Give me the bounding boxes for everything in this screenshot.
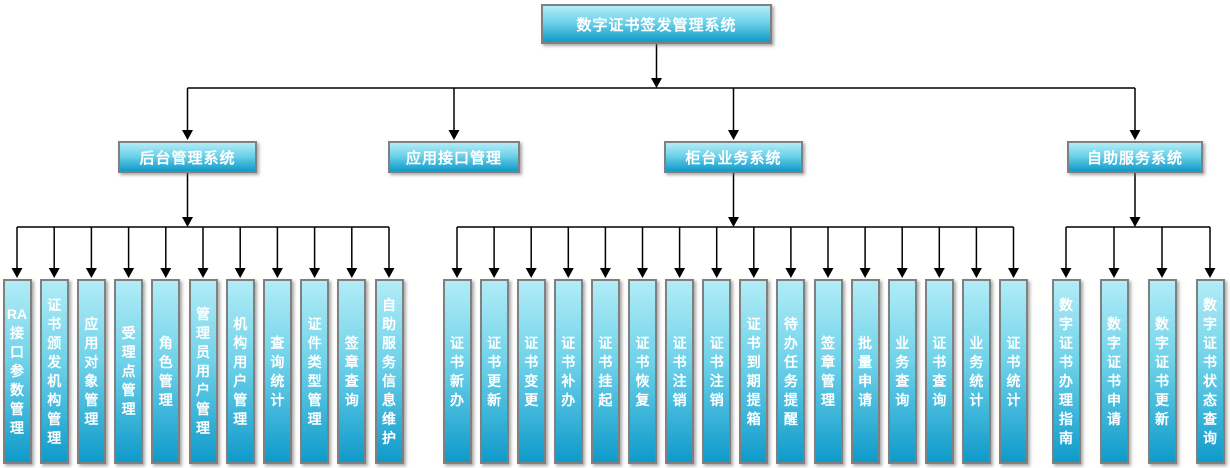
leaf-node: 应用对象管理: [76, 279, 106, 464]
leaf-node: 证书查询: [924, 279, 954, 464]
group-node-api-management: 应用接口管理: [388, 141, 520, 173]
leaf-node: 证件类型管理: [300, 279, 330, 464]
root-node: 数字证书签发管理系统: [541, 4, 772, 44]
leaf-node: 角色管理: [151, 279, 181, 464]
leaf-node: 数字证书申请: [1099, 279, 1129, 464]
group-node-backend-management: 后台管理系统: [118, 141, 257, 173]
leaf-node: 签章查询: [337, 279, 367, 464]
leaf-node: 业务统计: [961, 279, 991, 464]
leaf-node: 证书注销: [665, 279, 695, 464]
leaf-node: 数字证书办理指南: [1051, 279, 1081, 464]
leaf-node: 业务查询: [887, 279, 917, 464]
leaf-node: 证书统计: [999, 279, 1028, 464]
leaf-node: 证书变更: [516, 279, 546, 464]
leaf-node: 批量申请: [850, 279, 880, 464]
leaf-node: 证书到期提箱: [739, 279, 769, 464]
leaf-node: 数字证书状态查询: [1195, 279, 1225, 464]
leaf-node: 受理点管理: [114, 279, 144, 464]
leaf-node: 管理员用户管理: [188, 279, 218, 464]
leaf-node: 查询统计: [262, 279, 292, 464]
leaf-node: 证书颁发机构管理: [39, 279, 69, 464]
leaf-node: 证书新办: [442, 279, 472, 464]
leaf-node: 证书更新: [479, 279, 509, 464]
group-node-self-service: 自助服务系统: [1067, 141, 1203, 173]
leaf-node: 证书挂起: [590, 279, 620, 464]
leaf-node: 机构用户管理: [225, 279, 255, 464]
leaf-node: 自助服务信息维护: [374, 279, 404, 464]
leaf-node: 数字证书更新: [1147, 279, 1177, 464]
leaf-node: 证书恢复: [628, 279, 657, 464]
leaf-node: 待办任务提醒: [776, 279, 806, 464]
leaf-node: 签章管理: [813, 279, 843, 464]
leaf-node: 证书注销: [702, 279, 732, 464]
group-node-counter-business: 柜台业务系统: [664, 141, 803, 173]
leaf-node: 证书补办: [553, 279, 583, 464]
leaf-node: RA接口参数管理: [2, 279, 32, 464]
